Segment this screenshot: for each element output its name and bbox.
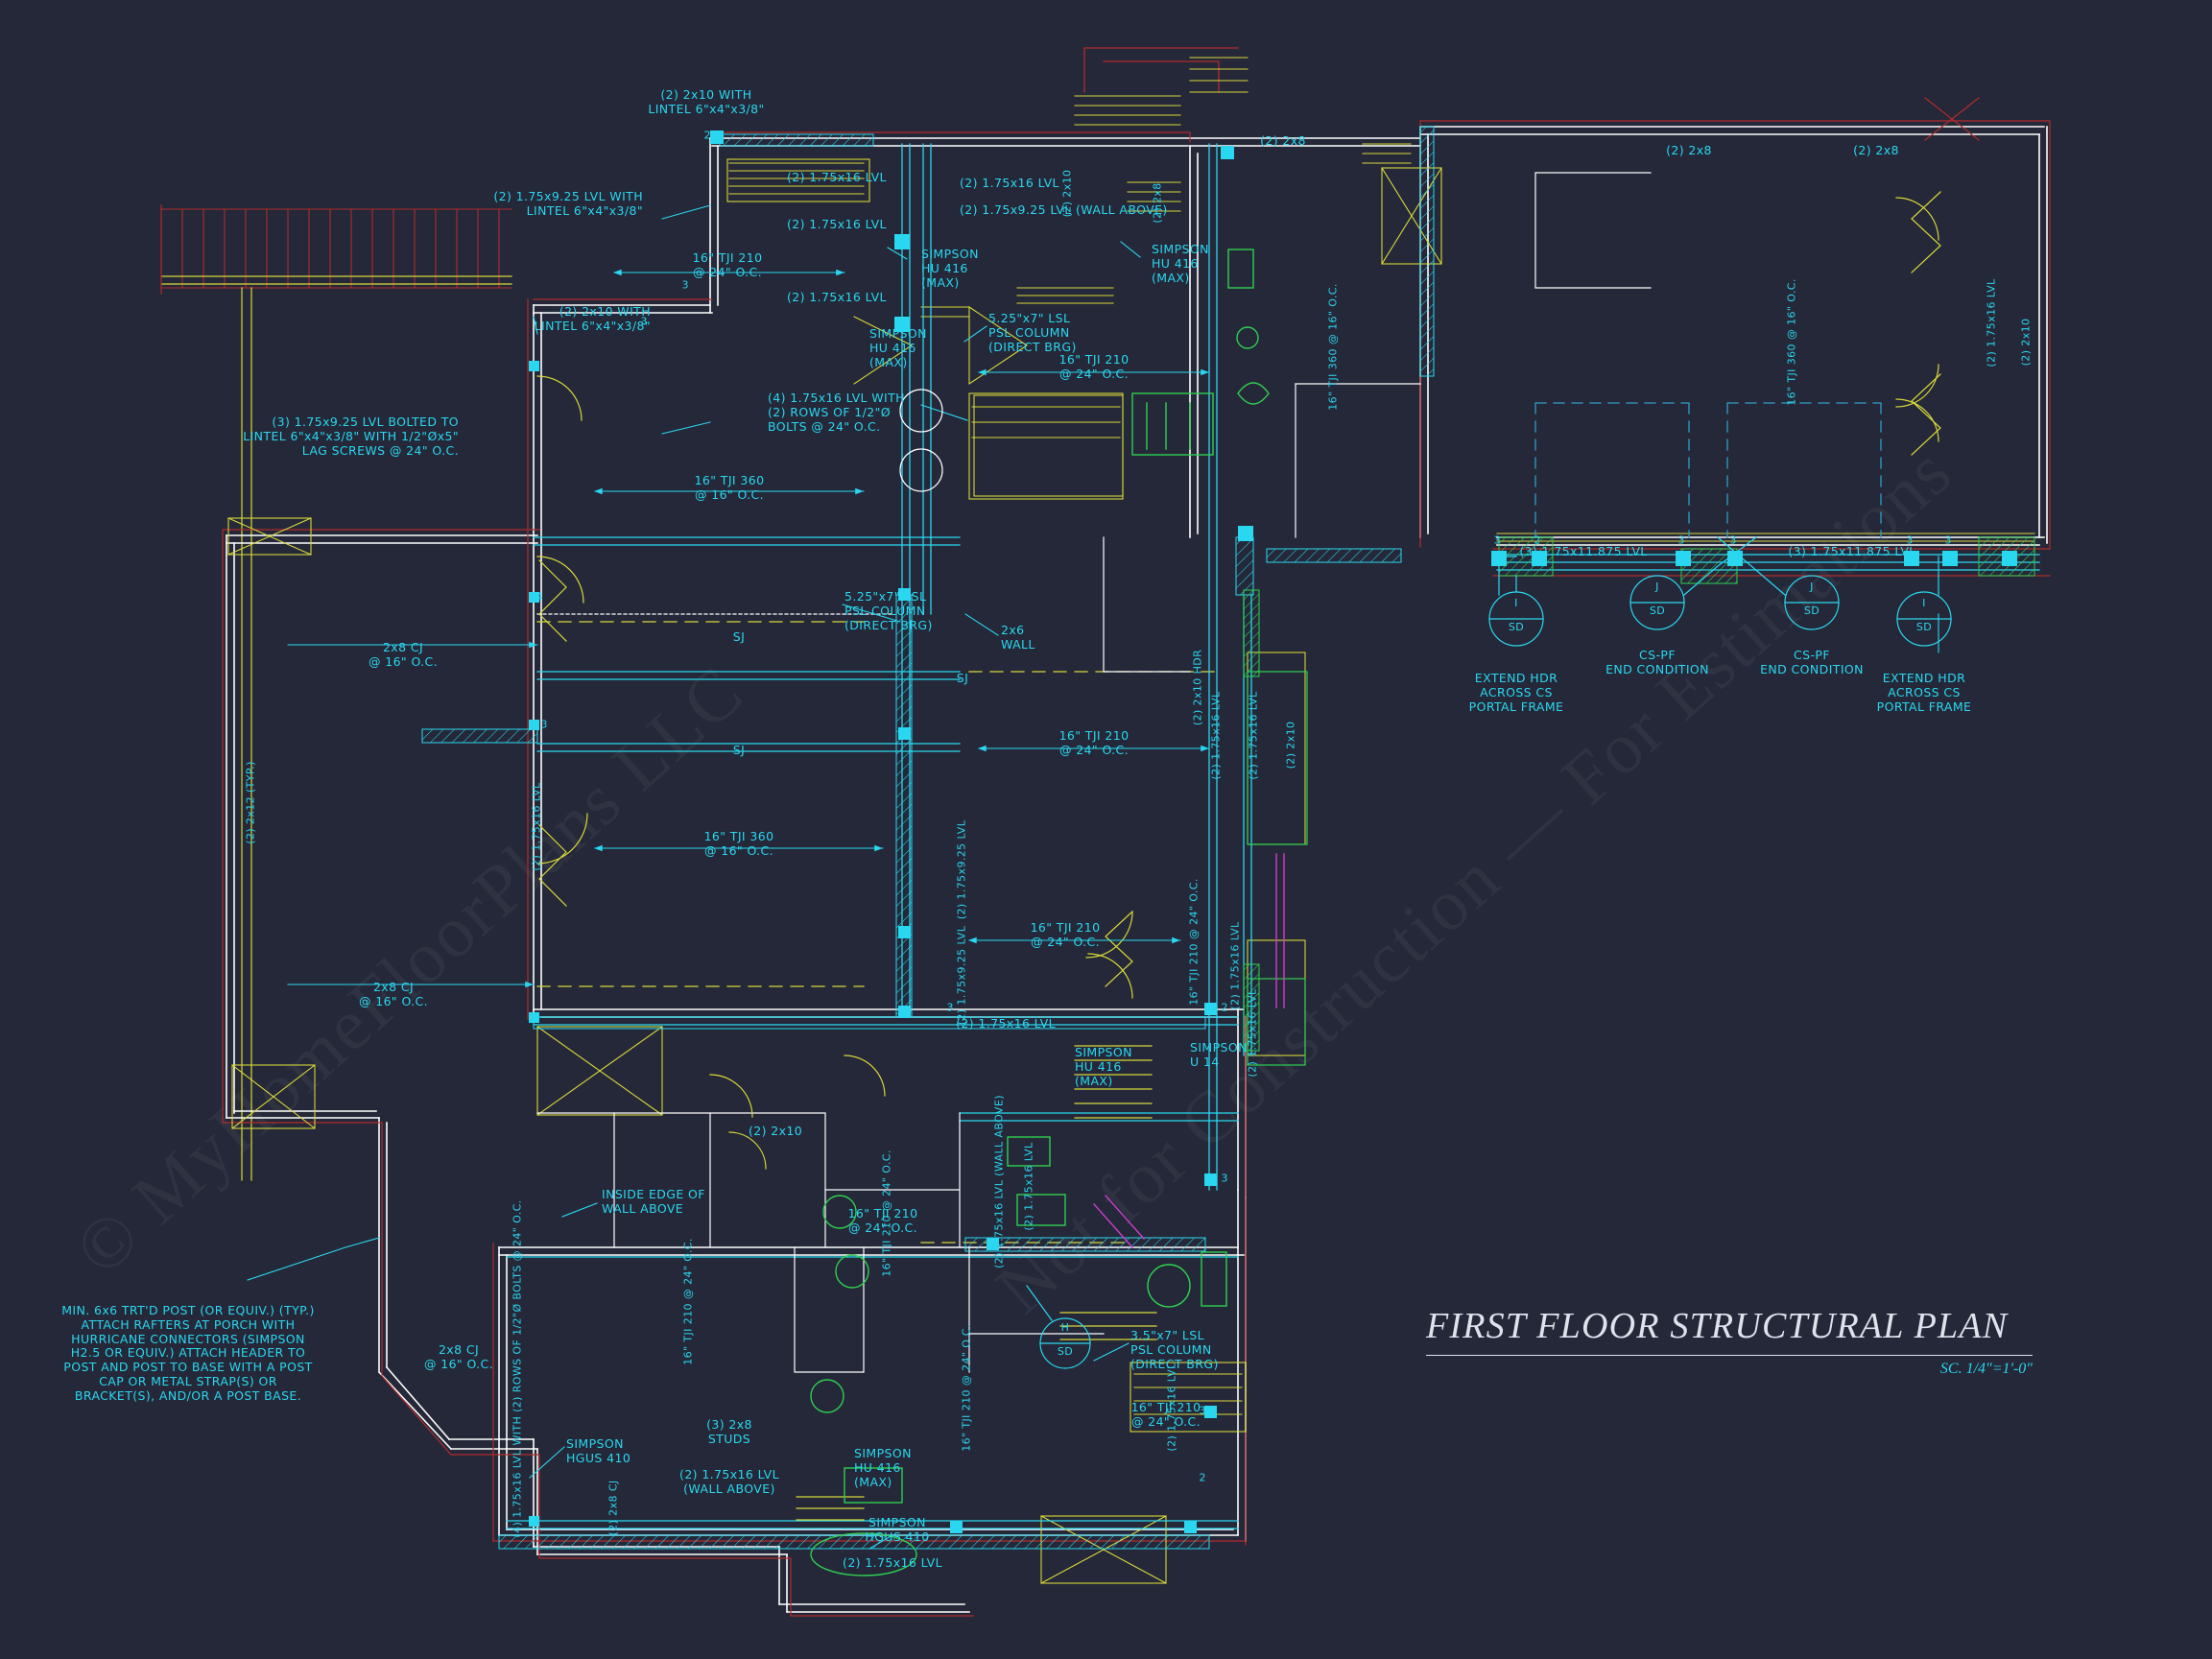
- ply-count-mark: 3: [530, 1514, 537, 1528]
- ply-count-mark: 3: [1493, 533, 1501, 547]
- ply-count-mark: 3: [1729, 533, 1737, 547]
- ply-count-mark: 3: [681, 278, 689, 292]
- ply-count-mark: 3: [1944, 533, 1952, 547]
- ply-count-mark: 6: [1186, 1521, 1194, 1534]
- ply-count-mark: 3: [640, 315, 648, 328]
- ply-count-mark: 3: [1677, 533, 1685, 547]
- ply-count-mark: 4: [535, 590, 543, 604]
- page-title: FIRST FLOOR STRUCTURAL PLAN: [1426, 1306, 2009, 1346]
- ply-count-mark: 3: [1906, 533, 1914, 547]
- ply-count-mark: 3: [1199, 1404, 1206, 1417]
- ply-count-mark: 2: [703, 129, 711, 142]
- ply-count-mark: 3: [540, 718, 548, 731]
- ply-count-mark: 2: [1221, 1001, 1228, 1014]
- ply-count-mark: 3: [901, 725, 909, 739]
- ply-count-mark: 3: [901, 924, 909, 937]
- ply-count-mark: 3: [1222, 147, 1229, 160]
- ply-count-mark: 2: [1199, 1471, 1206, 1484]
- ply-count-mark: 3: [946, 1001, 954, 1014]
- ply-count-mark: 2: [1534, 533, 1541, 547]
- ply-count-mark: 3: [1221, 1172, 1228, 1185]
- ply-count-mark: 3: [531, 359, 538, 372]
- scale-label: SC. 1/4"=1'-0": [1939, 1361, 2033, 1377]
- title-underline: [1426, 1355, 2033, 1356]
